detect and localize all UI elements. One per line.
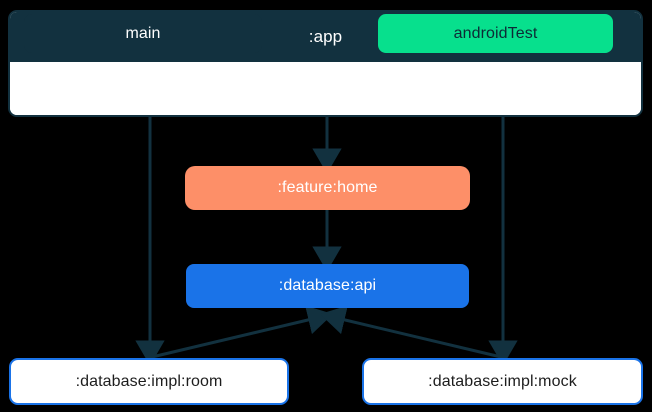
source-set-main[interactable]: main [24, 14, 262, 53]
module-feature-home[interactable]: :feature:home [185, 166, 470, 210]
edge-database-impl-mock-to-database-api [319, 305, 502, 359]
module-app-body [10, 62, 641, 115]
module-database-impl-room[interactable]: :database:impl:room [9, 358, 289, 405]
module-database-api[interactable]: :database:api [186, 264, 469, 308]
edge-database-impl-room-to-database-api [151, 305, 334, 359]
source-set-android-test[interactable]: androidTest [378, 14, 613, 53]
module-database-impl-mock[interactable]: :database:impl:mock [362, 358, 643, 405]
